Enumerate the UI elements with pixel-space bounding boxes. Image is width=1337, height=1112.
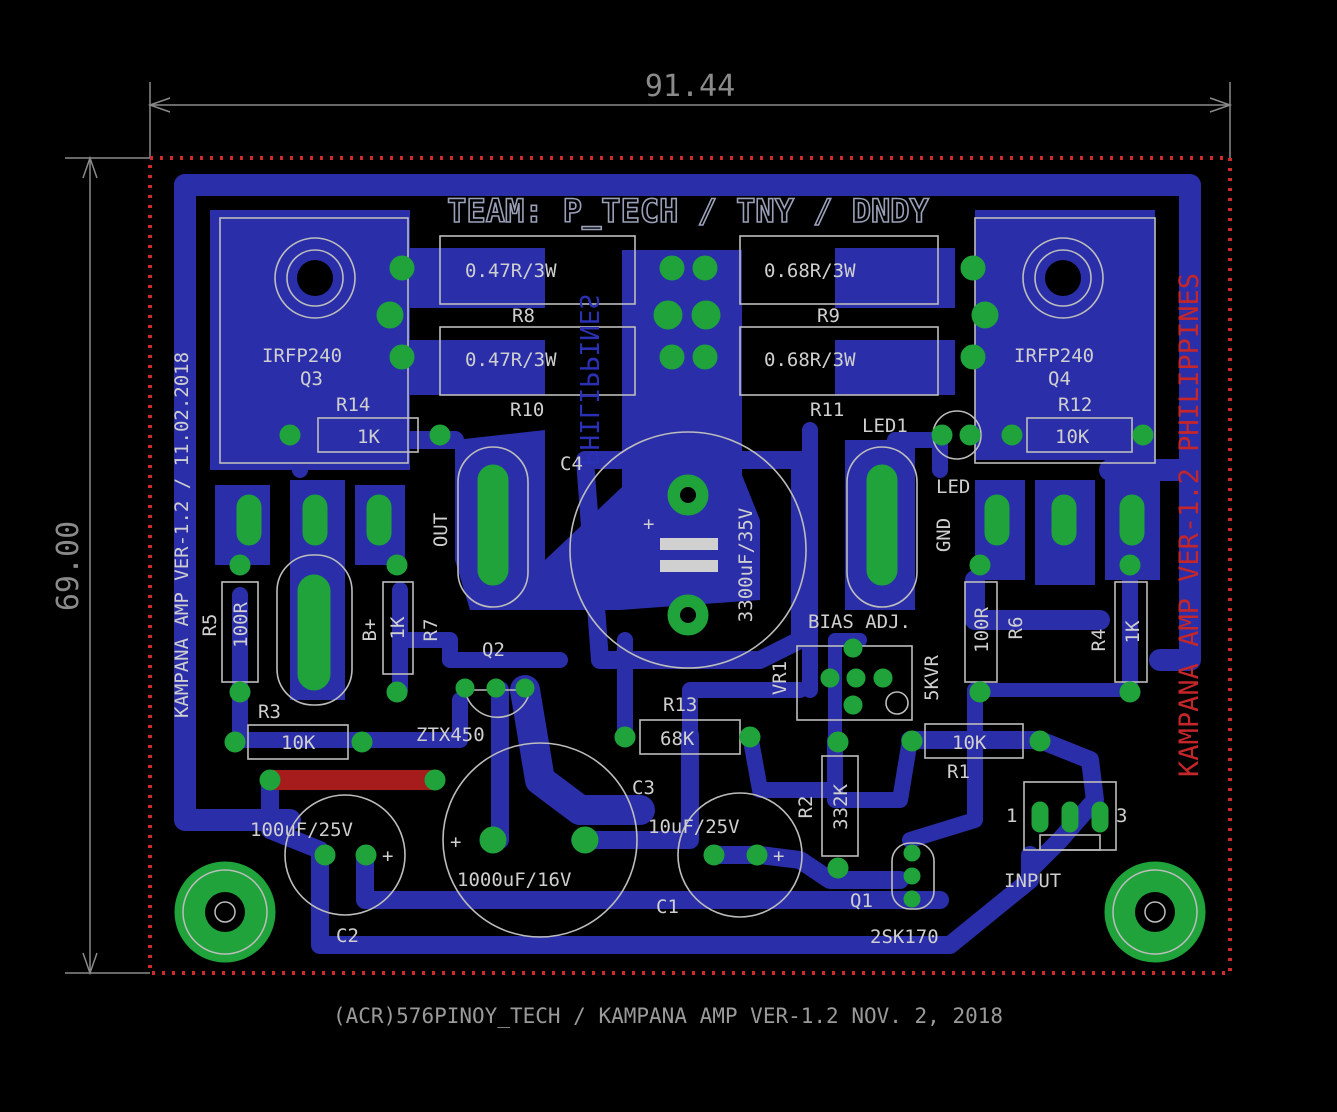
plus-mark-c5: + [773, 845, 784, 867]
r4-value: 1K [1122, 620, 1144, 643]
board-outline [148, 156, 1232, 975]
r13-value: 68K [660, 728, 695, 750]
mirrored-text: PHILIPPINES [573, 294, 603, 466]
r14-label: R14 [336, 394, 370, 416]
r2-label: R2 [795, 796, 817, 819]
q2-label: Q2 [482, 639, 505, 661]
plus-mark-c1: + [450, 831, 461, 853]
vr1-value: 5KVR [921, 655, 943, 701]
r14-value: 1K [357, 426, 380, 448]
r1-label: R1 [947, 761, 970, 783]
c4-label: C4 [560, 453, 583, 475]
bplus-label: B+ [359, 619, 381, 642]
r1-value: 10K [952, 732, 987, 754]
r5-value: 100R [230, 602, 252, 648]
q4-label: Q4 [1048, 368, 1071, 390]
vr1-label: VR1 [769, 661, 791, 695]
c4-value: 3300uF/35V [735, 508, 757, 622]
r9-value: 0.68R/3W [764, 260, 856, 282]
mounting-hole-rings [182, 869, 1198, 955]
c1-value: 1000uF/16V [457, 869, 571, 891]
input-pin1-label: 1 [1006, 805, 1017, 827]
q1-label: Q1 [850, 890, 873, 912]
r10-value: 0.47R/3W [465, 349, 557, 371]
led1-label: LED1 [862, 415, 908, 437]
r13-label: R13 [663, 694, 697, 716]
bias-adj-label: BIAS ADJ. [808, 611, 911, 633]
r3-value: 10K [281, 732, 316, 754]
r2-value: 332K [830, 784, 852, 830]
plus-mark-c4: + [643, 513, 654, 535]
r8-value: 0.47R/3W [465, 260, 557, 282]
c5-value: 10uF/25V [648, 816, 740, 838]
r8-label: R8 [512, 305, 535, 327]
dimension-lines [65, 82, 1233, 976]
c3-label: C3 [632, 777, 655, 799]
input-pin3-label: 3 [1116, 805, 1127, 827]
input-label: INPUT [1004, 870, 1061, 892]
r12-label: R12 [1058, 394, 1092, 416]
r7-value: 1K [387, 616, 409, 639]
gnd-label: GND [933, 518, 955, 552]
r11-label: R11 [810, 399, 844, 421]
width-dimension: 91.44 [645, 69, 735, 104]
drill-holes [205, 260, 1175, 932]
r5-label: R5 [199, 614, 221, 637]
r4-label: R4 [1088, 629, 1110, 652]
team-header: TEAM: P_TECH / TNY / DNDY [447, 192, 929, 230]
r10-label: R10 [510, 399, 544, 421]
r7-label: R7 [420, 619, 442, 642]
height-dimension: 69.00 [51, 521, 86, 611]
c2-value: 100uF/25V [250, 819, 353, 841]
footer-text: (ACR)576PINOY_TECH / KAMPANA AMP VER-1.2… [333, 1004, 1003, 1028]
q3-label: Q3 [300, 368, 323, 390]
c2-label: C2 [336, 925, 359, 947]
c1-label: C1 [656, 896, 679, 918]
r12-value: 10K [1055, 426, 1090, 448]
r9-label: R9 [817, 305, 840, 327]
q1-part-label: 2SK170 [870, 926, 939, 948]
q4-part-label: IRFP240 [1014, 345, 1094, 367]
plus-mark-c2: + [382, 845, 393, 867]
r11-value: 0.68R/3W [764, 349, 856, 371]
out-label: OUT [430, 513, 452, 547]
vertical-text-right: KAMPANA AMP VER-1.2 PHILIPPINES [1174, 273, 1205, 777]
r6-value: 100R [971, 607, 993, 653]
c4-polarity-mark [660, 538, 718, 550]
r3-label: R3 [258, 701, 281, 723]
q2-part-label: ZTX450 [416, 724, 485, 746]
vertical-text-left: KAMPANA AMP VER-1.2 / 11.02.2018 [171, 352, 193, 718]
r6-label: R6 [1005, 617, 1027, 640]
led-label: LED [936, 476, 970, 498]
q3-part-label: IRFP240 [262, 345, 342, 367]
